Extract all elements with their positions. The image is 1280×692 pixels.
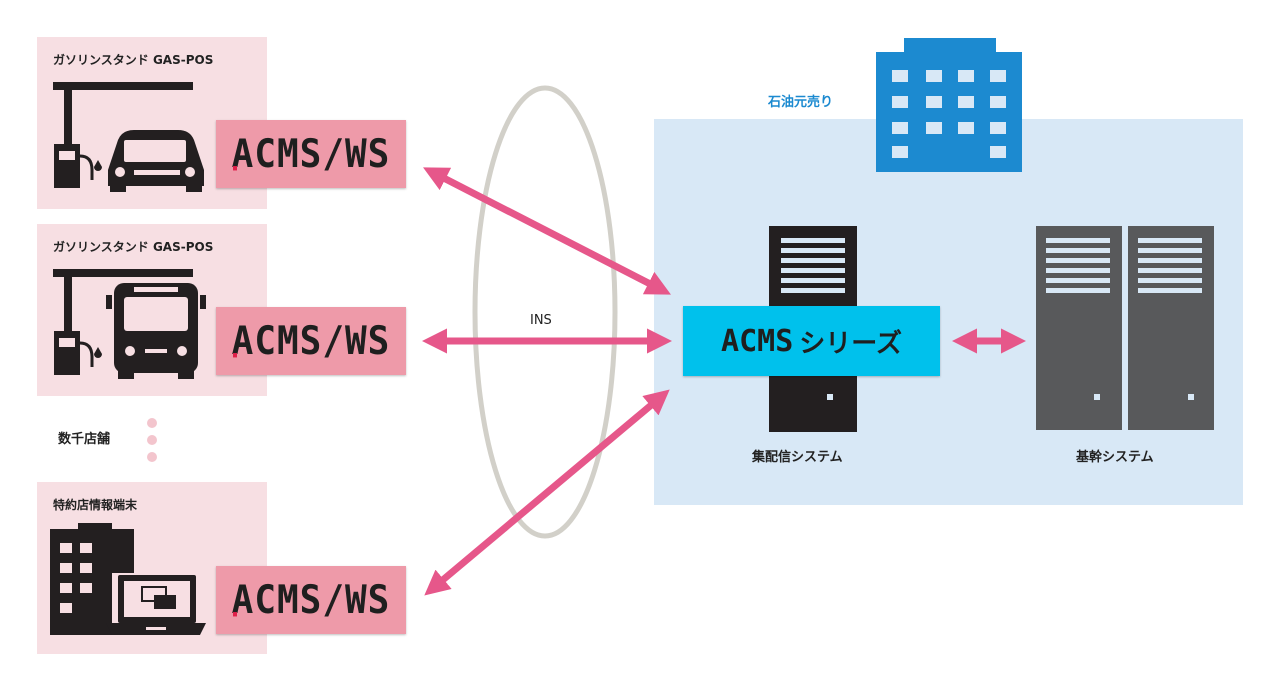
acms-ws-badge: ACMS/WS bbox=[216, 120, 406, 188]
core-server-icon bbox=[1036, 226, 1214, 430]
acms-series-logo: ACMS bbox=[721, 323, 794, 359]
store-count-label: 数千店舗 bbox=[58, 432, 111, 447]
acms-ws-badge: ACMS/WS bbox=[216, 566, 406, 634]
ellipsis-dot bbox=[147, 435, 157, 445]
gas-station-truck-icon bbox=[53, 269, 206, 379]
arrow-store1-to-delivery bbox=[423, 167, 671, 295]
acms-ws-logo: ACMS/WS bbox=[231, 577, 391, 623]
acms-ws-logo: ACMS/WS bbox=[231, 131, 391, 177]
office-laptop-icon bbox=[50, 523, 206, 635]
acms-ws-logo: ACMS/WS bbox=[231, 318, 391, 364]
delivery-system-label: 集配信システム bbox=[752, 450, 843, 465]
oil-company-label: 石油元売り bbox=[768, 95, 834, 110]
arrow-store3-to-delivery bbox=[424, 389, 670, 596]
store-panel-label: ガソリンスタンド GAS-POS bbox=[53, 53, 214, 67]
store-panel-label: 特約店情報端末 bbox=[53, 498, 138, 512]
acms-ws-badge: ACMS/WS bbox=[216, 307, 406, 375]
acms-series-suffix: シリーズ bbox=[799, 328, 902, 359]
building-icon bbox=[876, 38, 1022, 172]
ellipsis-dot bbox=[147, 452, 157, 462]
network-label: INS bbox=[530, 313, 552, 328]
acms-series-badge: ACMS シリーズ bbox=[683, 306, 940, 376]
gas-station-car-icon bbox=[53, 82, 204, 192]
core-system-label: 基幹システム bbox=[1076, 450, 1154, 465]
ellipsis-dot bbox=[147, 418, 157, 428]
store-panel-label: ガソリンスタンド GAS-POS bbox=[53, 240, 214, 254]
